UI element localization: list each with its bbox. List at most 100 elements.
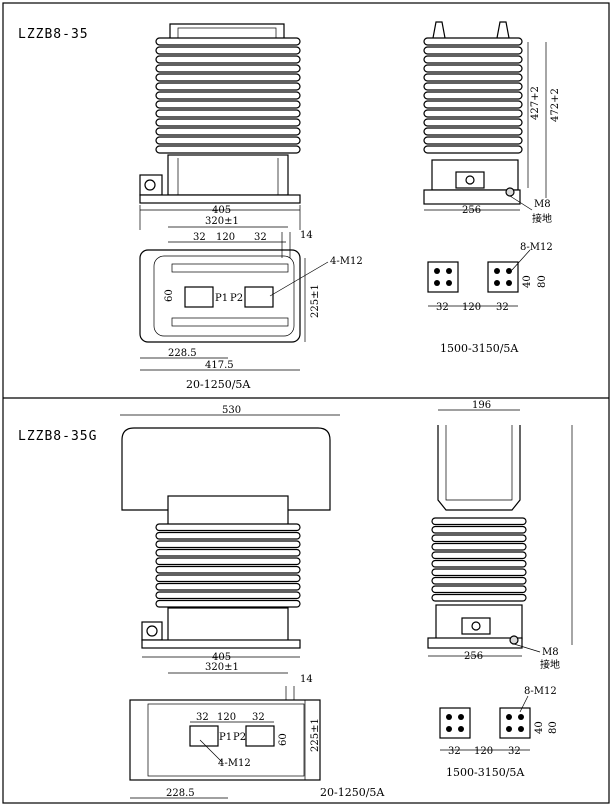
insulator-fin [155, 73, 301, 82]
bolt-hole [494, 268, 500, 274]
bolt-label: M8 [534, 199, 551, 210]
dim-14: 14 [300, 674, 313, 685]
side-view: 196 256 M8 接地 [427, 400, 573, 671]
width-dim: 256 [462, 205, 481, 216]
dim-40: 40 [522, 275, 533, 288]
insulator-fin [431, 593, 527, 602]
dim-225: 225±1 [310, 718, 321, 752]
insulator-fin [423, 109, 523, 118]
bolt-holes [446, 714, 524, 732]
insulator-fin [155, 136, 301, 145]
terminal-p1-pad [189, 725, 219, 747]
insulator-fin [423, 82, 523, 91]
secondary-box [455, 171, 485, 189]
insulator-fin [155, 599, 301, 608]
insulator-fin [431, 525, 527, 534]
terminal-detail: 32 120 32 8-M12 40 80 1500-3150/5A [439, 686, 559, 779]
insulator-fin [155, 145, 301, 154]
front-view: 405 320±1 [139, 23, 301, 230]
dim-80: 80 [537, 275, 548, 288]
secondary-box [461, 617, 491, 635]
insulator-fin [431, 559, 527, 568]
plan-caption: 20-1250/5A [320, 786, 385, 799]
insulator-fin [431, 534, 527, 543]
height-dim-2: 472+2 [550, 88, 561, 122]
dim-32b: 32 [508, 746, 521, 757]
bolt-hole [506, 726, 512, 732]
terminal-p1-label: P1 [215, 293, 228, 304]
terminal-p2-label: P2 [230, 293, 243, 304]
side-view: 256 427+2 472+2 M8 接地 [423, 21, 561, 225]
dim-32b: 32 [252, 712, 265, 723]
insulator-fin [431, 585, 527, 594]
insulator-fin [155, 82, 301, 91]
bolt-hole [506, 280, 512, 286]
insulator-fin [423, 118, 523, 127]
plan-caption: 20-1250/5A [186, 378, 251, 391]
width-dim: 405 [212, 205, 231, 216]
insulator-fins [155, 523, 301, 608]
dim-32a: 32 [193, 232, 206, 243]
insulator-fin [423, 127, 523, 136]
dim-60: 60 [164, 289, 175, 302]
terminal-p2-label: P2 [233, 732, 246, 743]
insulator-fin [155, 582, 301, 591]
insulator-fins [423, 37, 523, 154]
dim-40: 40 [534, 721, 545, 734]
insulator-fin [155, 100, 301, 109]
terminal-detail: 32 120 32 8-M12 40 80 1500-3150/5A [427, 242, 553, 355]
dim-32a: 32 [448, 746, 461, 757]
terminal-p2-pad [245, 725, 275, 747]
section-lzzb8-35: LZZB8-35 405 320±1 [18, 21, 561, 391]
hole-label: 4-M12 [330, 256, 363, 267]
insulator-fin [431, 568, 527, 577]
bolt-hole [518, 714, 524, 720]
bolt-hole [458, 726, 464, 732]
base-plate [423, 189, 521, 205]
insulator-fin [431, 542, 527, 551]
dim-32b: 32 [254, 232, 267, 243]
hole-label: 4-M12 [218, 758, 251, 769]
plan-view: P1 P2 32 120 32 14 60 4-M12 225±1 228.5 … [139, 230, 363, 391]
ground-terminal [141, 621, 163, 641]
insulator-fin [155, 531, 301, 540]
bolt-hole [518, 726, 524, 732]
insulator-fin [155, 574, 301, 583]
model-label: LZZB8-35 [18, 27, 89, 42]
dim-120: 120 [216, 232, 235, 243]
dim-120: 120 [474, 746, 493, 757]
bolt-hole [506, 268, 512, 274]
terminal-caption: 1500-3150/5A [446, 766, 525, 779]
bolt-hole [446, 726, 452, 732]
terminal-caption: 1500-3150/5A [440, 342, 519, 355]
insulator-fin [423, 136, 523, 145]
insulator-fin [155, 55, 301, 64]
mount-dim: 320±1 [205, 662, 239, 673]
terminal-p1-pad [184, 286, 214, 308]
insulator-fin [431, 517, 527, 526]
insulator-fin [155, 118, 301, 127]
insulator-fin [423, 145, 523, 154]
insulator-fin [155, 548, 301, 557]
dim-228: 228.5 [166, 788, 195, 799]
insulator-fin [423, 46, 523, 55]
dim-120: 120 [462, 302, 481, 313]
ground-label: 接地 [540, 658, 560, 671]
dim-32a: 32 [196, 712, 209, 723]
base-plate [427, 637, 523, 649]
insulator-fin [431, 551, 527, 560]
insulator-fin [155, 557, 301, 566]
dim-417: 417.5 [205, 360, 234, 371]
front-view: 530 405 320±1 [120, 405, 340, 674]
top-dim: 530 [222, 405, 241, 416]
dim-14: 14 [300, 230, 313, 241]
insulator-fin [155, 109, 301, 118]
bolt-hole [434, 280, 440, 286]
insulator-fin [155, 91, 301, 100]
section-lzzb8-35g: LZZB8-35G 530 405 320±1 196 [18, 400, 573, 799]
height-dim-1: 427+2 [530, 86, 541, 120]
dim-120: 120 [217, 712, 236, 723]
terminal-p1-label: P1 [219, 732, 232, 743]
